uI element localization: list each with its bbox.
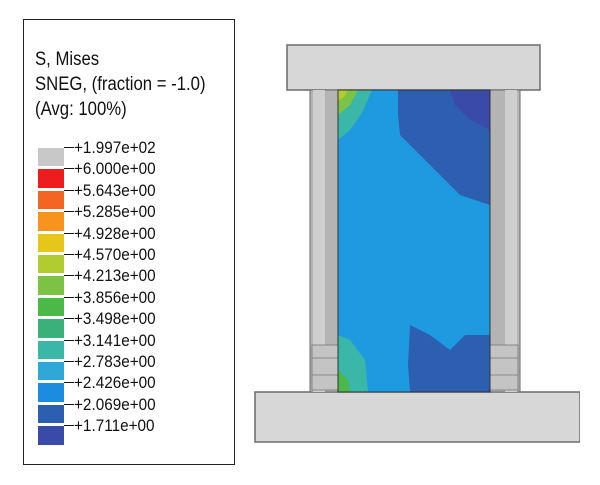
legend-tick-label: +2.069e+00 [74, 394, 156, 414]
legend-tick-label: +4.213e+00 [74, 266, 156, 286]
legend-title-variable: S, Mises [35, 49, 100, 70]
legend-tick-mark [64, 296, 74, 298]
legend-tick-mark [64, 254, 74, 255]
legend-tick-label: +3.856e+00 [74, 287, 156, 307]
legend-tick-mark [64, 147, 74, 148]
core-stress-field [337, 89, 491, 393]
legend-swatch [38, 255, 64, 274]
legend-tick-label: +1.997e+02 [74, 138, 156, 157]
legend-tick-mark [64, 361, 74, 362]
legend-tick-label: +5.643e+00 [74, 180, 156, 200]
legend-tick-label: +5.285e+00 [74, 202, 156, 222]
legend-panel: S, Mises SNEG, (fraction = -1.0) (Avg: 1… [23, 19, 235, 465]
legend-swatch [38, 169, 64, 188]
bottom-plate [254, 391, 580, 443]
legend-tick-mark [64, 339, 74, 341]
legend-tick-mark [64, 425, 74, 427]
legend-tick-label: +3.498e+00 [74, 309, 156, 329]
legend-swatch [38, 319, 64, 338]
legend-tick-mark [64, 403, 74, 405]
left-column [309, 89, 341, 393]
legend-title-averaging: (Avg: 100%) [35, 99, 127, 120]
legend-swatch [38, 362, 64, 381]
legend-tick-label: +4.570e+00 [74, 245, 156, 264]
legend-swatch [38, 383, 64, 402]
legend-swatch [38, 276, 64, 295]
legend-tick-label: +2.426e+00 [74, 373, 156, 393]
legend-tick-label: +3.141e+00 [74, 330, 156, 350]
legend-tick-label: +1.711e+00 [74, 416, 155, 436]
legend-swatch [38, 426, 64, 445]
fe-model-contour [254, 44, 580, 443]
legend-tick-mark [64, 275, 74, 277]
legend-swatch [38, 212, 64, 231]
legend-tick-mark [64, 168, 74, 170]
legend-tick-label: +2.783e+00 [74, 352, 156, 371]
right-column [489, 89, 521, 393]
legend-tick-mark [64, 211, 74, 213]
legend-swatch [38, 233, 64, 252]
legend-tick-mark [64, 232, 74, 234]
legend-tick-label: +4.928e+00 [74, 223, 156, 243]
top-plate [286, 44, 541, 91]
legend-swatch [38, 190, 64, 210]
legend-tick-mark [64, 318, 74, 320]
legend-swatch [38, 297, 64, 317]
legend-tick-mark [64, 382, 74, 384]
legend-tick-label: +6.000e+00 [74, 159, 156, 179]
legend-swatch [38, 340, 64, 359]
legend-tick-mark [64, 189, 74, 191]
legend-swatch [38, 404, 64, 424]
legend-title-section: SNEG, (fraction = -1.0) [35, 74, 206, 95]
legend-swatch [38, 148, 64, 167]
